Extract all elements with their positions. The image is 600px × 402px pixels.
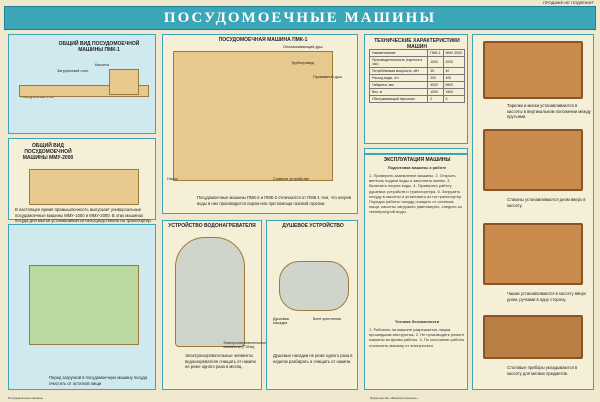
callout-unloading-table: Разгрузочный стол (21, 95, 55, 99)
spec-value: 1000 (427, 56, 444, 68)
panel-title-shower: ДУШЕВОЕ УСТРОЙСТВО (282, 223, 344, 229)
title-bar: ПОСУДОМОЕЧНЫЕ МАШИНЫ (4, 6, 596, 30)
spec-label: Производительность (тарелок в час) (368, 56, 429, 68)
spec-value: 40 (442, 67, 466, 75)
panel-title-pmk1-center: ПОСУДОМОЕЧНАЯ МАШИНА ПМК-1 (218, 37, 308, 43)
spec-value: 2 (427, 95, 444, 103)
panel-water-heater: УСТРОЙСТВО ВОДОНАГРЕВАТЕЛЯ Электронагрев… (162, 220, 267, 390)
spec-header-mmu: ММУ-2000 (442, 49, 466, 57)
callout-pump: Насос (167, 177, 178, 181)
worker-illustration (29, 265, 139, 345)
tray-cutlery-illustration (483, 315, 583, 359)
sale-note: ПРОДАЖЕ НЕ ПОДЛЕЖИТ (543, 0, 594, 5)
tray-glasses-illustration (483, 223, 583, 285)
panel-operation: ЭКСПЛУАТАЦИЯ МАШИНЫ Подготовка машины к … (364, 148, 468, 390)
tray-plates-caption: Тарелки и миски устанавливаются в кассет… (507, 103, 591, 120)
heater-illustration (175, 237, 245, 347)
callout-pipe: Трубопровод (291, 61, 314, 65)
operation-stripe (365, 153, 467, 155)
specs-title: ТЕХНИЧЕСКИЕ ХАРАКТЕРИСТИКИ МАШИН (374, 38, 460, 50)
panel-title-heater: УСТРОЙСТВО ВОДОНАГРЕВАТЕЛЯ (168, 223, 256, 229)
callout-shower-head: Душевая насадка (273, 317, 289, 325)
panel-shower: ДУШЕВОЕ УСТРОЙСТВО Душевая насадка Винт … (266, 220, 358, 390)
footer-right: Издательство «Машиностроение» (370, 396, 418, 400)
poster-title: ПОСУДОМОЕЧНЫЕ МАШИНЫ (163, 10, 437, 26)
operation-text: 1. Проверить заземление машины. 2. Откры… (369, 173, 463, 215)
spec-value: 5500 (442, 81, 466, 89)
tray-cups-illustration (483, 129, 583, 191)
spec-header-label: Наименование (368, 49, 429, 57)
tray-cutlery-caption: Столовые приборы укладываются в кассету … (507, 365, 578, 376)
operation-title: ЭКСПЛУАТАЦИЯ МАШИНЫ (383, 157, 451, 163)
spec-value: 1500 (442, 88, 466, 96)
panel-title-mmu2000: ОБЩИЙ ВИД ПОСУДОМОЕЧНОЙ МАШИНЫ ММУ-2000 (22, 143, 74, 161)
mmu-machine-illustration (29, 169, 139, 205)
panel-title-pmk1: ОБЩИЙ ВИД ПОСУДОМОЕЧНОЙ МАШИНЫ ПМК-1 (58, 41, 140, 53)
panel-general-view-mmu2000: ОБЩИЙ ВИД ПОСУДОМОЕЧНОЙ МАШИНЫ ММУ-2000 … (8, 138, 156, 223)
callout-drain: Сливное устройство (273, 177, 310, 181)
pmk1-machine-illustration (173, 51, 333, 181)
callout-shower-outlet: Винт крепления (313, 317, 342, 321)
machine-body-illustration (109, 69, 139, 95)
panel-trays: Тарелки и миски устанавливаются в кассет… (472, 34, 594, 390)
panel-general-view-pmk1: ОБЩИЙ ВИД ПОСУДОМОЕЧНОЙ МАШИНЫ ПМК-1 Заг… (8, 34, 156, 134)
spec-value: 400 (442, 74, 466, 82)
panel-specs: ТЕХНИЧЕСКИЕ ХАРАКТЕРИСТИКИ МАШИН Наимено… (364, 34, 468, 144)
tray-plates-illustration (483, 41, 583, 99)
panel-workers: Перед загрузкой в посудомоечную машину п… (8, 224, 156, 390)
panel-pmk1-machine: ПОСУДОМОЕЧНАЯ МАШИНА ПМК-1 Ополаскивающи… (162, 34, 358, 214)
workers-caption: Перед загрузкой в посудомоечную машину п… (49, 375, 148, 386)
mmu-caption: В настоящее время промышленность выпуска… (15, 207, 152, 224)
callout-spray: Ополаскивающий душ (283, 45, 323, 49)
callout-loading-table: Загрузочный стол (57, 69, 89, 73)
center-caption: Посудомоечные машины ПМК-2 и ПМК-3 отлич… (197, 195, 352, 206)
safety-text: 1. Работать на машине разрешается лицам,… (369, 327, 465, 348)
spec-value: 2000 (442, 56, 466, 68)
callout-kosilka: Кассета (95, 63, 109, 67)
spec-label: Обслуживающий персонал (368, 95, 429, 103)
spec-label: Потребляемая мощность, кВт (368, 67, 429, 75)
spec-value: 1000 (427, 88, 444, 96)
spec-value: 3 (442, 95, 466, 103)
heater-caption: Электронагревательные элементы водонагре… (185, 353, 256, 370)
spec-header-pmk: ПМК-1 (427, 49, 444, 57)
callout-heater-elements: Электронагревательные элементы (ТЭНы) (223, 341, 267, 349)
tray-cups-caption: Стаканы устанавливаются дном вверх в кас… (507, 197, 586, 208)
shower-caption: Душевые насадки не реже одного раза в не… (273, 353, 353, 364)
tray-glasses-caption: Чашки устанавливаются в кассету вверх дн… (507, 291, 587, 302)
spec-value: 25 (427, 67, 444, 75)
spec-value: 4000 (427, 81, 444, 89)
shower-illustration (279, 261, 349, 311)
callout-nozzle: Промывной душ (313, 75, 342, 79)
footer-left: Посудомоечные машины (8, 396, 43, 400)
safety-title: Техника безопасности (394, 319, 440, 324)
spec-value: 200 (427, 74, 444, 82)
spec-label: Вес, кг (368, 88, 429, 96)
spec-label: Габариты, мм (368, 81, 429, 89)
operation-subtitle: Подготовка машины к работе (387, 165, 447, 170)
spec-label: Расход воды, л/ч (368, 74, 429, 82)
